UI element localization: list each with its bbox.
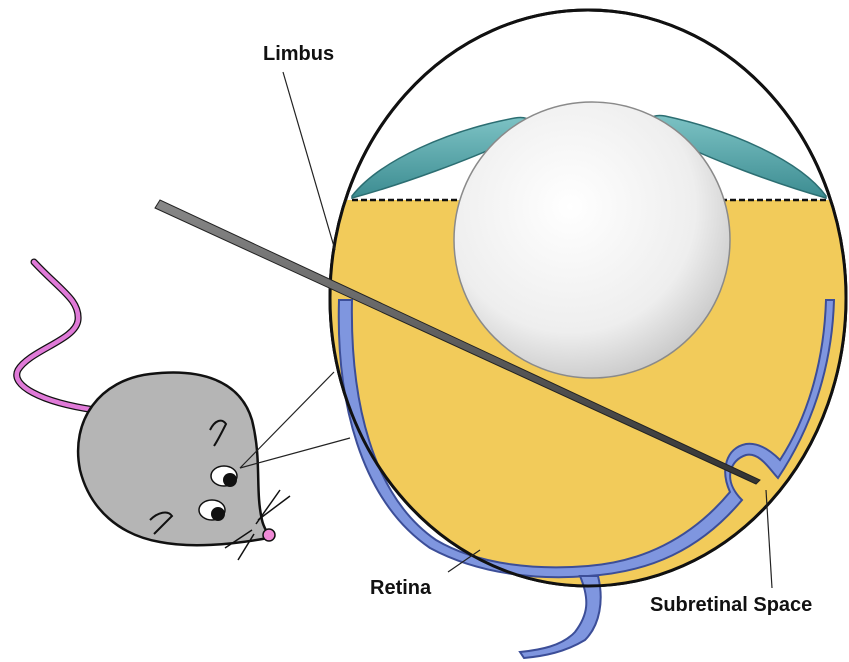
mouse-pupil [223,473,237,487]
retina-label: Retina [370,578,431,598]
mouse-body [78,373,268,546]
optic-nerve [520,576,601,658]
subretinal-space-label: Subretinal Space [650,595,812,615]
limbus-label: Limbus [263,44,334,64]
mouse-nose [263,529,275,541]
mouse-pupil-2 [211,507,225,521]
lens [454,102,730,378]
limbus-leader-line [283,72,335,250]
sight-line [240,372,334,468]
mouse-tail-fill [17,262,95,410]
